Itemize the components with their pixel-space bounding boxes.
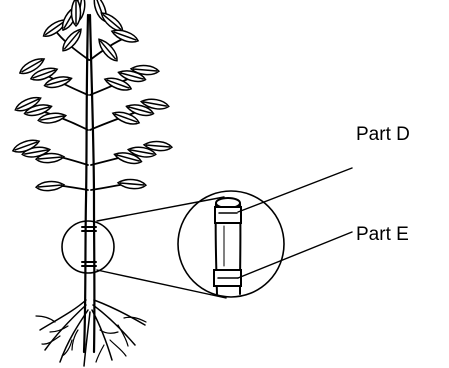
part-d-band	[215, 207, 241, 223]
plant-roots	[36, 300, 146, 366]
part-d-label: Part D	[356, 124, 410, 145]
leaf	[72, 0, 81, 26]
leaf	[96, 36, 121, 63]
magnify-connector-bottom	[97, 270, 226, 298]
part-e-label: Part E	[356, 224, 409, 245]
part-d-leader-line	[238, 168, 352, 212]
magnify-connector-top	[97, 197, 224, 221]
magnified-stem	[214, 198, 241, 294]
part-e-leader-line	[238, 232, 352, 278]
leaf	[36, 180, 65, 191]
leaf	[118, 178, 147, 189]
